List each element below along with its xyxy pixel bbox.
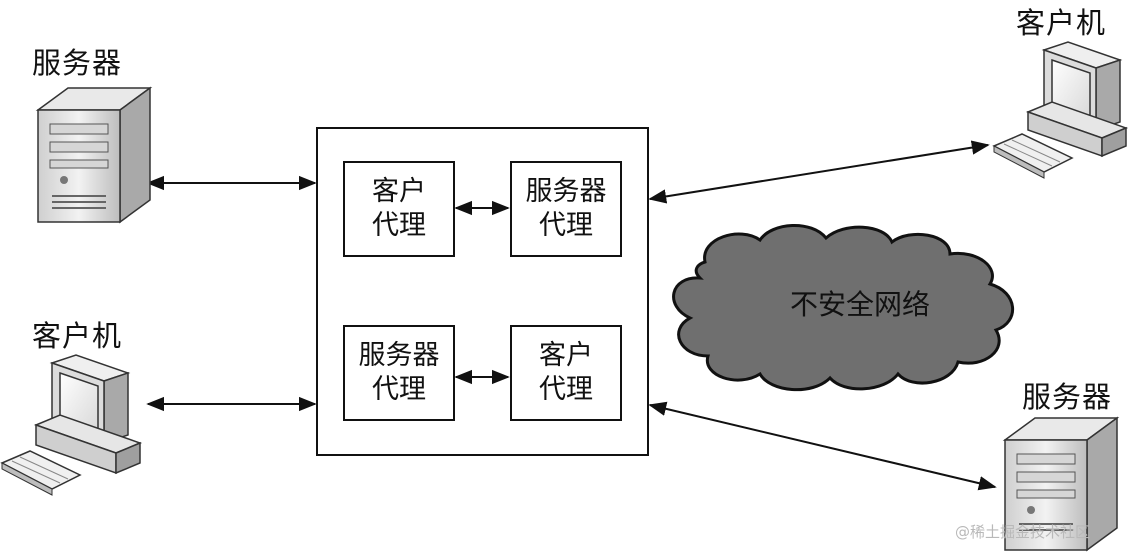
watermark-text: @稀土掘金技术社区 [955,523,1091,541]
server-bottom-right-label: 服务器 [1022,380,1113,414]
computer-icon [0,354,143,496]
server-top-left-label: 服务器 [32,46,123,80]
server-icon [1002,416,1120,552]
client-proxy-box: 客户 代理 [343,161,455,257]
server-icon [35,86,153,224]
server-proxy-line2: 代理 [372,374,426,405]
server-proxy-line1: 服务器 [358,340,440,371]
server-proxy-line1: 服务器 [525,176,607,207]
server-proxy-box: 服务器 代理 [510,161,622,257]
server-proxy-line2: 代理 [539,210,593,241]
cloud-label: 不安全网络 [790,288,931,321]
client-proxy-line1: 客户 [372,176,426,207]
arrow-proxy-to-client-right [648,140,990,204]
client-proxy-line2: 代理 [539,374,593,405]
computer-icon [992,41,1129,179]
client-top-right-label: 客户机 [1016,6,1107,40]
client-proxy-line1: 客户 [539,340,593,371]
server-proxy-box: 服务器 代理 [343,325,455,421]
arrow-proxy-to-server-right [648,401,997,491]
client-bottom-left-label: 客户机 [32,319,123,353]
client-proxy-box: 客户 代理 [510,325,622,421]
cloud-shape [672,224,1014,392]
client-proxy-line2: 代理 [372,210,426,241]
